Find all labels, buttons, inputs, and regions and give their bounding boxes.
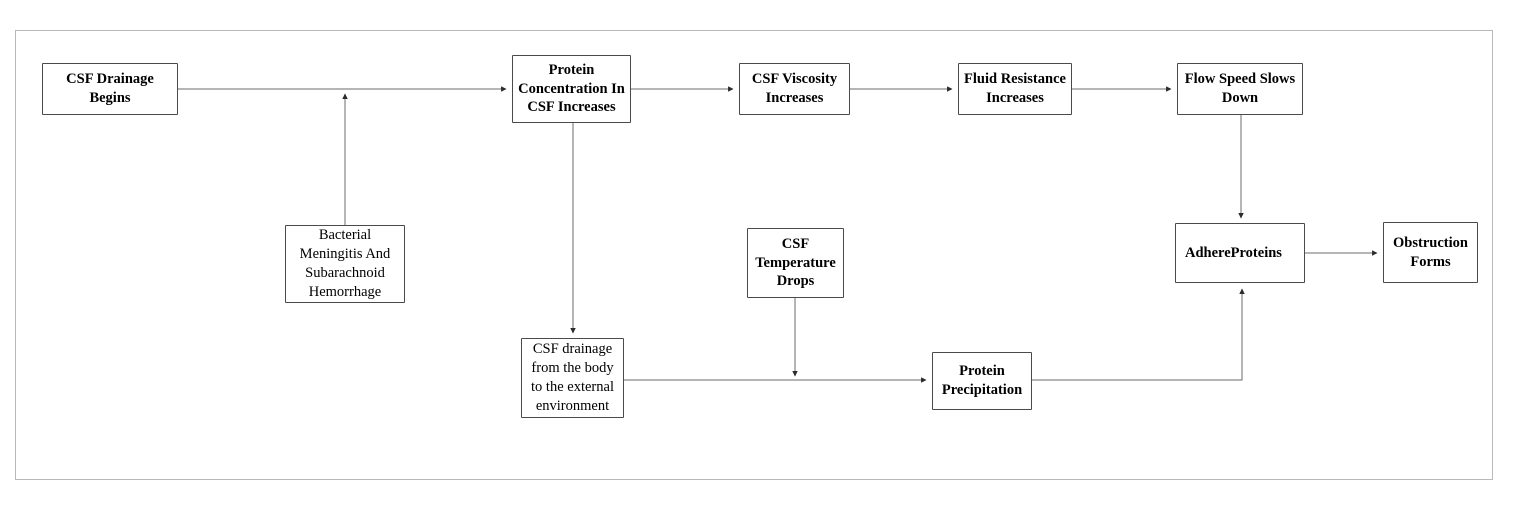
- node-label: CSF drainage from the body to the extern…: [531, 341, 614, 414]
- node-csf-temperature-drops[interactable]: CSF Temperature Drops: [747, 228, 844, 298]
- node-obstruction-forms[interactable]: Obstruction Forms: [1383, 222, 1478, 283]
- node-label: CSF Drainage Begins: [66, 71, 154, 106]
- node-label: Protein Concentration In CSF Increases: [518, 61, 625, 116]
- node-protein-concentration-increases[interactable]: Protein Concentration In CSF Increases: [512, 55, 631, 123]
- node-fluid-resistance-increases[interactable]: Fluid Resistance Increases: [958, 63, 1072, 115]
- node-label: AdhereProteins: [1185, 244, 1282, 261]
- node-csf-drainage-external[interactable]: CSF drainage from the body to the extern…: [521, 338, 624, 418]
- node-csf-drainage-begins[interactable]: CSF Drainage Begins: [42, 63, 178, 115]
- node-bacterial-meningitis-subarachnoid-hemorrhage[interactable]: Bacterial Meningitis And Subarachnoid He…: [285, 225, 405, 303]
- node-protein-precipitation[interactable]: Protein Precipitation: [932, 352, 1032, 410]
- node-adhere-proteins[interactable]: AdhereProteins: [1175, 223, 1305, 283]
- node-flow-speed-slows-down[interactable]: Flow Speed Slows Down: [1177, 63, 1303, 115]
- node-label: CSF Temperature Drops: [755, 235, 836, 290]
- node-label: Bacterial Meningitis And Subarachnoid He…: [299, 227, 391, 300]
- node-label: Fluid Resistance Increases: [964, 71, 1066, 106]
- node-label: Flow Speed Slows Down: [1184, 71, 1296, 106]
- node-label: CSF Viscosity Increases: [751, 71, 838, 106]
- node-label: Protein Precipitation: [941, 363, 1023, 398]
- node-label: Obstruction Forms: [1393, 234, 1468, 270]
- node-csf-viscosity-increases[interactable]: CSF Viscosity Increases: [739, 63, 850, 115]
